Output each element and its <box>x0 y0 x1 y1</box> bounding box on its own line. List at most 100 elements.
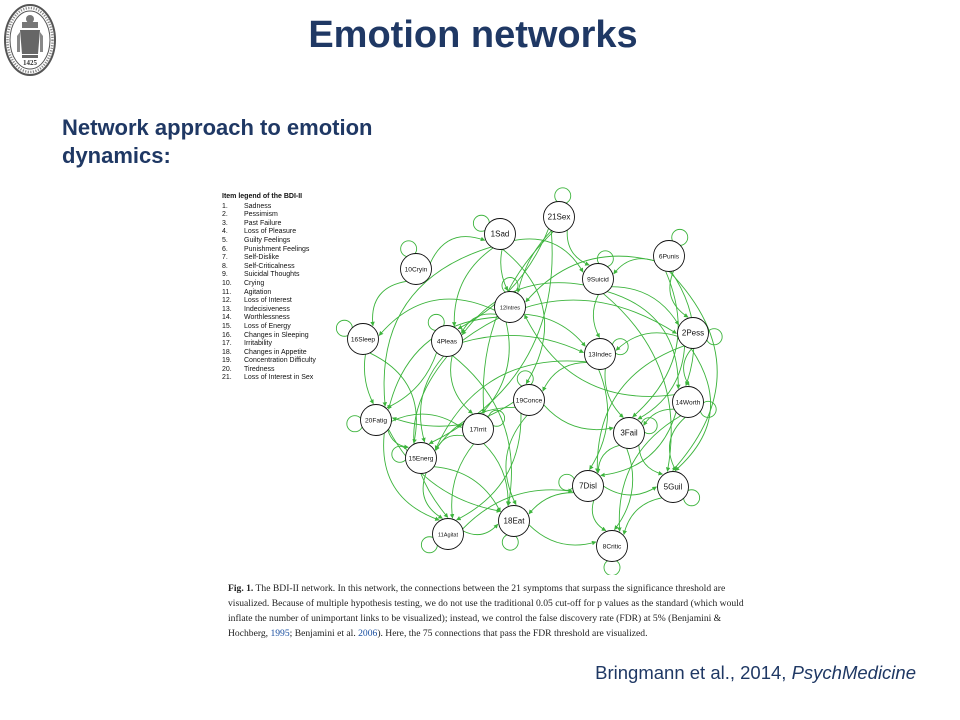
node-circle <box>405 442 437 474</box>
network-edge <box>613 258 655 275</box>
legend-item-number: 4. <box>222 228 228 236</box>
legend-item-number: 10. <box>222 279 232 287</box>
network-node: 5Guil <box>657 471 689 503</box>
legend-item-number: 5. <box>222 236 228 244</box>
legend-row: 4.Loss of Pleasure <box>222 228 352 237</box>
legend-item-label: Changes in Appetite <box>244 348 307 356</box>
node-label: 17Irrit <box>470 427 487 434</box>
network-edge <box>602 293 672 472</box>
figure-caption: Fig. 1. The BDI-II network. In this netw… <box>228 581 748 641</box>
legend-item-label: Self-Dislike <box>244 254 280 262</box>
legend-item-number: 21. <box>222 374 232 382</box>
network-edge <box>595 444 620 474</box>
legend-item-label: Concentration Difficulty <box>244 357 316 365</box>
node-label: 4Pleas <box>437 339 458 346</box>
network-edge <box>604 368 624 418</box>
network-edge <box>543 404 614 431</box>
citation: Bringmann et al., 2014, PsychMedicine <box>0 662 916 684</box>
legend-item-label: Past Failure <box>244 219 282 227</box>
network-edge <box>463 523 499 536</box>
network-edge <box>607 291 681 390</box>
node-label: 7Disl <box>579 482 597 491</box>
legend-row: 3.Past Failure <box>222 220 352 229</box>
network-node: 17Irrit <box>462 413 494 445</box>
node-circle <box>572 470 604 502</box>
legend-row: 1.Sadness <box>222 203 352 212</box>
network-edge <box>363 354 374 405</box>
legend-item-number: 1. <box>222 202 228 210</box>
network-node: 13Indec <box>584 338 616 370</box>
network-edge <box>433 466 501 513</box>
legend-item-number: 2. <box>222 211 228 219</box>
network-node: 19Conce <box>513 384 545 416</box>
legend-item-label: Worthlessness <box>244 314 290 322</box>
caption-ref-link-1995[interactable]: 1995 <box>270 628 290 639</box>
legend-item-number: 11. <box>222 288 232 296</box>
legend-item-number: 16. <box>222 331 232 339</box>
network-edge <box>502 248 546 385</box>
legend-item-label: Indecisiveness <box>244 305 290 313</box>
node-circle <box>653 240 685 272</box>
legend-item-number: 15. <box>222 322 232 330</box>
caption-ref-link-2006[interactable]: 2006 <box>358 628 378 639</box>
node-label: 10Cryin <box>405 267 428 274</box>
legend-row: 13.Indecisiveness <box>222 306 352 315</box>
node-label: 20Fatig <box>365 418 387 425</box>
legend-item-number: 19. <box>222 357 232 365</box>
node-circle <box>400 253 432 285</box>
legend-row: 11. Agitation <box>222 289 352 298</box>
legend-item-label: Suicidal Thoughts <box>244 271 300 279</box>
legend-row: 21. Loss of Interest in Sex <box>222 374 352 383</box>
legend-row: 10.Crying <box>222 280 352 289</box>
network-edge <box>388 428 502 513</box>
legend-row: 18.Changes in Appetite <box>222 349 352 358</box>
legend-row: 17.Irritability <box>222 340 352 349</box>
network-edge <box>542 361 587 392</box>
node-circle <box>596 530 628 562</box>
node-circle <box>513 384 545 416</box>
network-edge <box>528 524 597 546</box>
network-edge <box>592 294 600 338</box>
legend-item-label: Tiredness <box>244 365 275 373</box>
network-edge <box>632 270 679 418</box>
network-node: 20Fatig <box>360 404 392 436</box>
legend-row: 12.Loss of Interest <box>222 297 352 306</box>
legend-item-label: Agitation <box>244 288 272 296</box>
legend-item-number: 6. <box>222 245 228 253</box>
legend-item-label: Pessimism <box>244 211 278 219</box>
network-edge <box>481 321 510 414</box>
logo-year: 1425 <box>23 59 38 67</box>
node-circle <box>613 417 645 449</box>
node-label: 1Sad <box>491 230 510 239</box>
node-circle <box>498 505 530 537</box>
node-circle <box>484 218 516 250</box>
network-edge <box>516 230 552 293</box>
node-circle <box>657 471 689 503</box>
legend-row: 2. Pessimism <box>222 211 352 220</box>
network-edge <box>461 313 497 334</box>
network-edge <box>622 497 662 535</box>
network-edge <box>481 231 554 415</box>
network-edge <box>668 271 718 471</box>
legend-item-label: Loss of Interest in Sex <box>244 374 314 382</box>
network-edge <box>391 413 462 428</box>
network-edge <box>434 360 587 451</box>
network-edge <box>566 230 590 266</box>
network-edge <box>524 314 675 397</box>
legend-row: 8.Self-Criticalness <box>222 263 352 272</box>
network-edge <box>615 332 679 351</box>
node-circle <box>462 413 494 445</box>
legend-row: 7.Self-Dislike <box>222 254 352 263</box>
network-node: 1Sad <box>484 218 516 250</box>
node-circle <box>432 518 464 550</box>
citation-journal: PsychMedicine <box>791 662 916 683</box>
network-edge <box>386 352 438 409</box>
node-label: 11Agitat <box>438 533 459 539</box>
network-edge <box>523 313 586 347</box>
network-edge <box>451 247 494 327</box>
network-edge <box>500 249 509 292</box>
network-edge <box>456 413 522 521</box>
network-edge <box>435 434 465 451</box>
caption-text-c: ). Here, the 75 connections that pass th… <box>377 628 648 639</box>
network-edge <box>450 355 473 414</box>
